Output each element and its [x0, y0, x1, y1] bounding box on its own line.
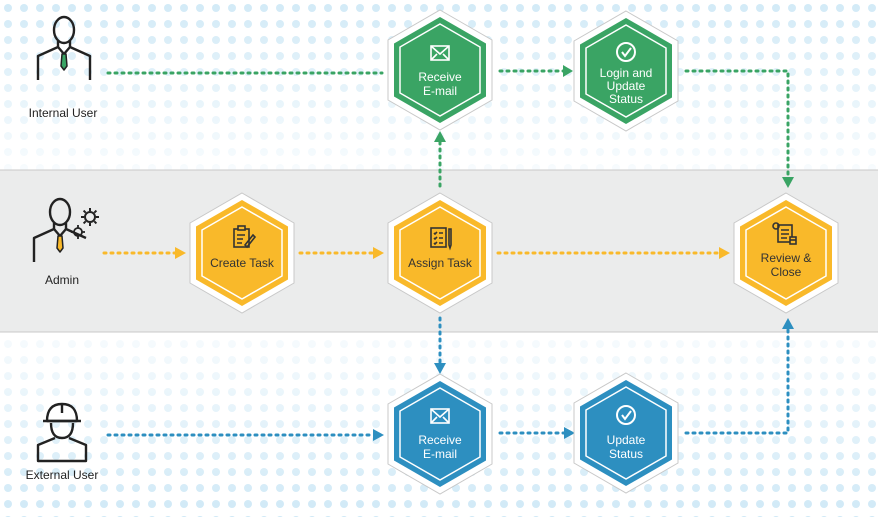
node-login-update-status[interactable]: Login and Update Status	[573, 10, 679, 132]
connector-update-to-review	[684, 326, 790, 435]
node-create-task[interactable]: Create Task	[189, 192, 295, 314]
arrowhead	[434, 363, 446, 374]
clipboard-edit-icon	[233, 225, 257, 249]
arrowhead	[719, 247, 730, 259]
node-line-2: E-mail	[423, 84, 457, 98]
node-line-1: Receive	[418, 433, 462, 447]
node-update-status[interactable]: Update Status	[573, 372, 679, 494]
node-review-close[interactable]: Review & Close	[733, 192, 839, 314]
envelope-icon	[430, 408, 450, 424]
construction-worker-icon	[36, 402, 88, 463]
node-line-2: Status	[609, 447, 643, 461]
admin-label: Admin	[45, 273, 79, 287]
arrowhead	[434, 131, 446, 142]
node-label: Assign Task	[408, 256, 473, 270]
arrowhead	[564, 427, 575, 439]
arrowheads	[175, 65, 794, 441]
node-assign-task[interactable]: Assign Task	[387, 192, 493, 314]
node-external-receive-email[interactable]: Receive E-mail	[387, 373, 493, 495]
check-circle-icon	[616, 42, 636, 62]
document-review-icon	[772, 222, 797, 245]
envelope-icon	[430, 45, 450, 61]
connector-login-to-review	[684, 69, 790, 182]
arrowhead	[373, 247, 384, 259]
arrowhead	[563, 65, 573, 77]
node-line-2: E-mail	[423, 447, 457, 461]
external-user-label: External User	[26, 468, 99, 482]
node-line-2: Close	[771, 265, 802, 279]
gear-icon	[81, 208, 99, 226]
arrowhead	[175, 247, 186, 259]
admin-icon	[32, 197, 87, 262]
checklist-icon	[430, 227, 452, 251]
node-line-1: Review &	[761, 251, 812, 265]
node-line-2: Update	[607, 79, 646, 93]
node-line-1: Login and	[600, 66, 653, 80]
node-internal-receive-email[interactable]: Receive E-mail	[387, 9, 493, 131]
connectors	[102, 69, 790, 437]
node-label: Create Task	[210, 256, 275, 270]
internal-user-label: Internal User	[29, 106, 98, 120]
internal-user-icon	[36, 15, 92, 80]
node-line-3: Status	[609, 92, 643, 106]
gear-small-icon	[71, 225, 85, 239]
arrowhead	[373, 429, 384, 441]
node-line-1: Update	[607, 433, 646, 447]
arrowhead	[782, 318, 794, 329]
arrowhead	[782, 177, 794, 188]
node-line-1: Receive	[418, 70, 462, 84]
check-circle-icon	[616, 405, 636, 425]
